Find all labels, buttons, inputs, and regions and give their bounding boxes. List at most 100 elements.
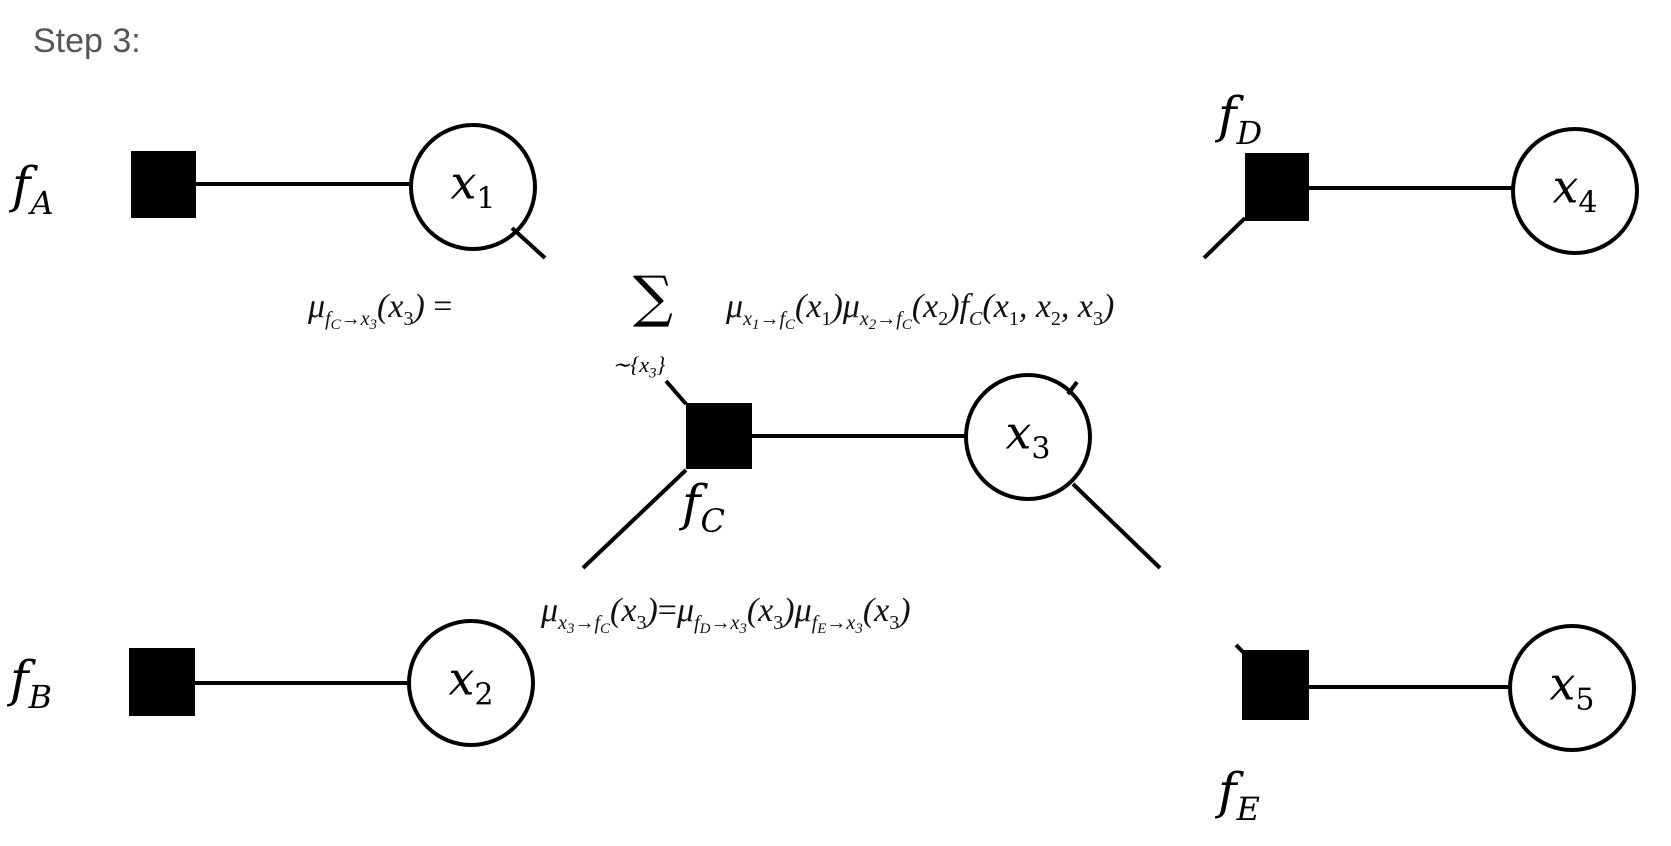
summation-subscript: ∼{x3} <box>612 352 665 382</box>
formula-token: 2 <box>868 317 877 333</box>
edge-fD-x3 <box>1202 216 1247 260</box>
formula-token: , x <box>1060 288 1093 325</box>
formula-token: E <box>817 621 827 637</box>
formula-token: 3 <box>566 621 575 637</box>
variable-label-x2: x2 <box>448 656 493 711</box>
variable-node-x3 <box>964 373 1092 501</box>
formula-token: fC→x3 <box>325 308 378 333</box>
formula-token: 3 <box>403 308 414 330</box>
formula-token: μ <box>726 288 744 325</box>
formula-token: ) <box>948 288 960 325</box>
variable-name: x <box>1552 159 1579 214</box>
formula-token: μ <box>541 592 559 629</box>
formula-token: f <box>779 308 786 330</box>
formula-token: μ <box>842 288 860 325</box>
variable-node-x4 <box>1511 127 1639 255</box>
factor-node-fC <box>686 403 752 469</box>
factor-label-fA: fA <box>12 160 54 219</box>
formula-token: 1 <box>821 308 832 330</box>
formula-token: f <box>594 612 601 634</box>
summation-sign: ∑ <box>633 265 673 330</box>
formula-token: 3 <box>739 621 747 637</box>
formula-token: 2 <box>938 308 949 330</box>
formula-token: x <box>360 308 370 330</box>
formula-token: 3 <box>773 612 784 634</box>
formula-token: 3 <box>649 365 657 382</box>
factor-label-fE: fE <box>1218 766 1260 825</box>
factor-sub: B <box>28 678 53 716</box>
factor-sub: D <box>1236 114 1263 152</box>
factor-node-fD <box>1245 153 1309 221</box>
variable-label-x4: x4 <box>1552 164 1597 219</box>
message-formula-x3-to-fC: μx3→fC(x3)=μfD→x3(x3)μfE→x3(x3) <box>541 594 911 637</box>
formula-token: x <box>846 612 856 634</box>
formula-token: } <box>656 352 666 377</box>
formula-token: 3 <box>369 317 378 333</box>
variable-sub: 4 <box>1578 185 1598 221</box>
factor-label-fD: fD <box>1218 90 1262 149</box>
formula-token: ∼{x <box>612 352 649 377</box>
factor-sub: C <box>700 502 725 540</box>
formula-token: 3 <box>636 612 647 634</box>
formula-token: ) <box>1103 288 1115 325</box>
formula-token: (x <box>982 288 1009 325</box>
formula-token: μ <box>794 592 812 629</box>
formula-token: x <box>558 612 567 634</box>
factor-name: f <box>10 650 29 708</box>
variable-node-x5 <box>1508 624 1636 752</box>
formula-token: → <box>710 612 731 634</box>
formula-token: ) <box>413 288 425 325</box>
formula-token: (x <box>862 592 890 629</box>
factor-name: f <box>1218 86 1237 144</box>
formula-token: (x <box>746 592 774 629</box>
formula-token: 1 <box>1008 308 1019 330</box>
formula-token: (x <box>377 288 404 325</box>
formula-token: ) <box>899 592 911 629</box>
formula-token: C <box>901 317 912 333</box>
formula-token: = <box>433 288 453 325</box>
variable-sub: 1 <box>476 181 496 217</box>
formula-token: (x <box>795 288 822 325</box>
formula-token: → <box>759 308 780 330</box>
variable-name: x <box>448 651 475 706</box>
formula-token: f <box>896 308 902 330</box>
factor-name: f <box>1218 762 1237 820</box>
formula-token: ) <box>646 592 658 629</box>
formula-token: 1 <box>751 317 760 333</box>
formula-token: , x <box>1018 288 1051 325</box>
formula-token: x2→fC <box>859 308 912 333</box>
formula-token: 2 <box>1050 308 1061 330</box>
variable-name: x <box>1549 656 1576 711</box>
formula-token: f <box>325 308 331 330</box>
formula-token: C <box>600 621 611 637</box>
formula-token: 3 <box>889 612 900 634</box>
variable-sub: 2 <box>474 677 494 713</box>
formula-token: → <box>574 612 595 634</box>
variable-sub: 3 <box>1031 431 1051 467</box>
factor-sub: E <box>1236 790 1260 828</box>
factor-label-fC: fC <box>682 478 725 537</box>
formula-token: 3 <box>1093 308 1103 330</box>
formula-token: (x <box>911 288 939 325</box>
formula-token: ) <box>831 288 843 325</box>
formula-token: x <box>859 308 869 330</box>
edge-x1-fC <box>510 226 547 260</box>
formula-token: x <box>730 612 740 634</box>
formula-token: → <box>340 308 361 330</box>
formula-token: x3→fC <box>558 612 611 637</box>
formula-token: x <box>743 308 752 330</box>
formula-token: f <box>959 288 970 325</box>
factor-node-fA <box>131 151 196 218</box>
formula-token: C <box>785 317 796 333</box>
formula-token: f <box>811 612 818 634</box>
formula-token: μ <box>676 592 695 629</box>
factor-node-fE <box>1242 650 1309 720</box>
formula-token: = <box>657 592 677 629</box>
formula-token: → <box>876 308 897 330</box>
variable-node-x2 <box>407 619 535 747</box>
variable-sub: 5 <box>1575 682 1595 718</box>
variable-name: x <box>1005 405 1032 460</box>
factor-name: f <box>12 156 31 214</box>
formula-token: C <box>969 308 983 330</box>
